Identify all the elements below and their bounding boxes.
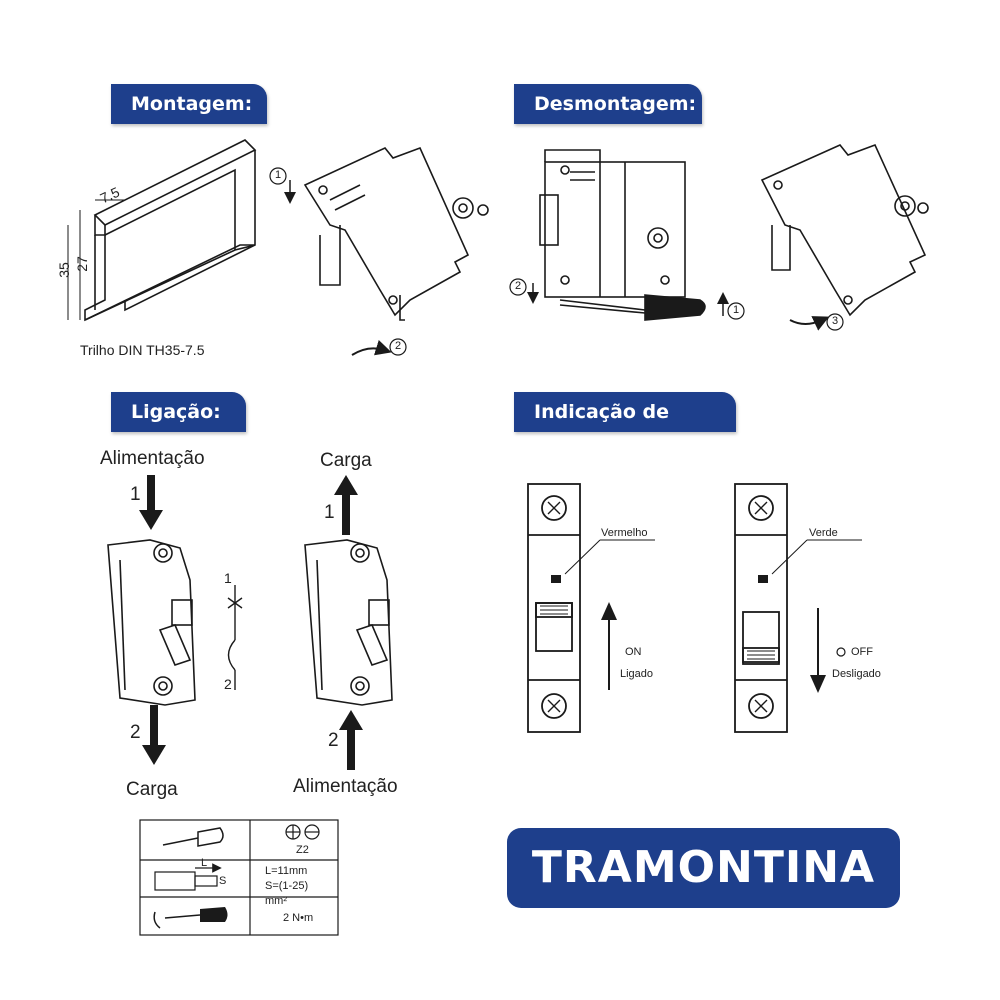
- wiring-left-terminal-2: 2: [130, 722, 141, 743]
- breaker-wiring-right: [304, 539, 393, 706]
- status-on-desc: Ligado: [620, 668, 654, 680]
- step-1-circle: [269, 167, 287, 185]
- breaker-symbol: [227, 585, 243, 690]
- breaker-status-on: [527, 483, 581, 733]
- torque-table-grid: [139, 819, 339, 936]
- rail-dim-height-outer: 35: [55, 262, 72, 278]
- symbol-terminal-2: 2: [224, 676, 232, 692]
- rail-caption: Trilho DIN TH35-7.5: [80, 342, 205, 358]
- table-screw-type: Z2: [296, 844, 309, 856]
- section-tag-wiring: Ligação:: [111, 392, 246, 432]
- table-section: S=(1-25): [265, 880, 309, 892]
- arrow-left-in: [139, 475, 163, 530]
- wiring-right-terminal-2: 2: [328, 730, 339, 751]
- dismount-step-1-circle: [727, 302, 745, 320]
- arrow-down-off: [810, 608, 826, 693]
- dismount-step-3-arrow: [789, 316, 830, 331]
- arrow-left-out: [142, 705, 166, 765]
- screw-head-icons: [285, 824, 320, 840]
- step-1-number: 1: [275, 169, 282, 181]
- rail-dim-height-inner: 27: [73, 256, 90, 272]
- indicator-green: [758, 575, 768, 583]
- step-2-rotation-arrow: [351, 339, 392, 356]
- torque-wrench-icon: [153, 907, 228, 929]
- dismount-step-1-number: 1: [733, 304, 740, 316]
- breaker-dismount-drawing-2: [760, 143, 929, 317]
- breaker-wiring-left: [107, 539, 196, 706]
- dismount-step-2-number: 2: [515, 280, 522, 292]
- breaker-mounting-drawing: [303, 146, 489, 321]
- dismount-step-3-number: 3: [832, 315, 839, 327]
- leader-green: [771, 539, 808, 575]
- status-red-label: Vermelho: [601, 527, 648, 539]
- screwdriver-drawing: [559, 294, 706, 321]
- wiring-left-terminal-1: 1: [130, 484, 141, 505]
- leader-red: [564, 539, 601, 575]
- indicator-red: [551, 575, 561, 583]
- brand-logo: TRAMONTINA: [507, 828, 900, 908]
- table-torque: 2 N•m: [283, 912, 314, 924]
- wiring-left-bottom-label: Carga: [126, 779, 178, 800]
- arrow-right-out: [334, 475, 358, 535]
- screwdriver-small-icon: [162, 827, 224, 847]
- step-2-number: 2: [395, 340, 402, 352]
- dismount-step-2-circle: [509, 278, 527, 296]
- section-tag-status: Indicação de Status:: [514, 392, 736, 463]
- breaker-dismount-drawing-1: [539, 149, 686, 298]
- wiring-right-terminal-1: 1: [324, 502, 335, 523]
- symbol-terminal-1: 1: [224, 570, 232, 586]
- dismount-step-3-circle: [826, 313, 844, 331]
- din-rail-drawing: [67, 139, 257, 322]
- section-tag-mounting: Montagem:: [111, 84, 267, 124]
- breaker-status-off: [734, 483, 788, 733]
- status-green-label: Verde: [809, 527, 838, 539]
- off-circle-icon: [836, 647, 846, 657]
- table-l-marker: L: [201, 857, 208, 869]
- step-2-circle: [389, 338, 407, 356]
- wiring-left-top-label: Alimentação: [100, 448, 205, 469]
- wiring-right-bottom-label: Alimentação: [293, 776, 398, 797]
- wire-strip-icon: [154, 863, 222, 891]
- status-off-label: OFF: [851, 646, 873, 658]
- status-off-desc: Desligado: [832, 668, 881, 680]
- table-s-marker: S: [219, 875, 227, 887]
- section-tag-dismounting: Desmontagem:: [514, 84, 702, 124]
- arrow-up-on: [601, 602, 617, 690]
- wiring-right-top-label: Carga: [320, 450, 372, 471]
- table-section-unit: mm²: [265, 895, 287, 907]
- table-strip-length: L=11mm: [265, 865, 308, 877]
- status-on-label: ON: [625, 646, 642, 658]
- arrow-right-in: [339, 710, 363, 770]
